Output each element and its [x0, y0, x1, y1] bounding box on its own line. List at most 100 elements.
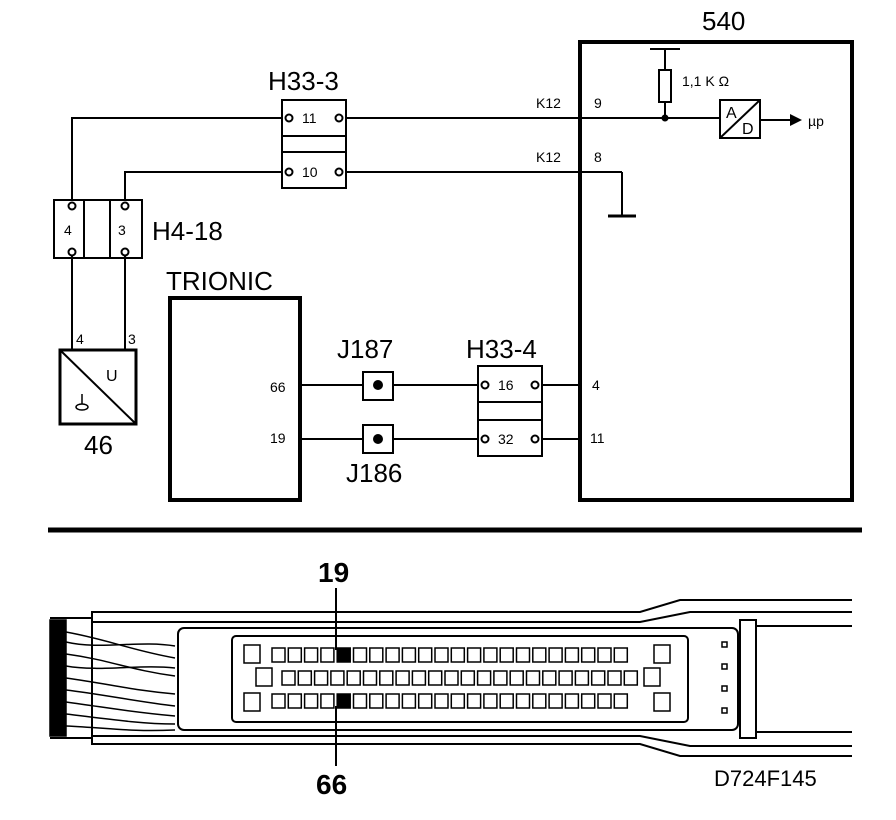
- connector-pin: [450, 693, 466, 709]
- ad-a-label: A: [726, 105, 737, 122]
- connector-pin: [580, 647, 596, 663]
- connector-pin: [385, 647, 400, 663]
- connector-pin: [607, 670, 622, 686]
- connector-pin: [401, 693, 417, 709]
- connector-pin: [287, 693, 303, 709]
- k12-bottom-label: K12: [536, 149, 561, 165]
- pin-8-label: 8: [594, 149, 602, 165]
- h33-3-pin-11: 11: [302, 110, 317, 126]
- pin-9-label: 9: [594, 95, 602, 111]
- connector-pin: [580, 693, 596, 709]
- connector-pin: [483, 693, 498, 709]
- h4-18-pin-3: 3: [118, 222, 126, 238]
- connector-pin: [417, 647, 433, 663]
- connector-pin: [287, 647, 303, 663]
- connector-pin: [653, 692, 671, 712]
- ground-symbol: [580, 171, 636, 218]
- connector-pin: [352, 693, 368, 709]
- connector-pin: [411, 670, 427, 686]
- j186-label: J186: [346, 458, 402, 488]
- connector-pin: [362, 670, 378, 686]
- connector-pin: [525, 670, 541, 686]
- connector-pin: [460, 670, 476, 686]
- connector-pin: [281, 670, 296, 686]
- connector-pin: [427, 670, 443, 686]
- connector-mark: [721, 707, 728, 714]
- connector-pin: [493, 670, 508, 686]
- connector-pin: [613, 647, 629, 663]
- connector-pin: [444, 670, 459, 686]
- thermometer-icon: [75, 394, 89, 411]
- connector-pin: [476, 670, 492, 686]
- connector-pin: [450, 647, 466, 663]
- connector-pin: [336, 693, 351, 709]
- connector-pin: [643, 667, 661, 687]
- trionic-box: [168, 296, 302, 502]
- module-540-box: [578, 40, 854, 502]
- pin-grid: [243, 641, 728, 714]
- connector-pin-66-label: 66: [316, 769, 347, 800]
- connector-pin-19-label: 19: [318, 557, 349, 588]
- ad-d-label: D: [742, 121, 754, 138]
- h4-18-label: H4-18: [152, 216, 223, 246]
- connector-pin: [271, 647, 286, 663]
- connector-pin: [558, 670, 573, 686]
- connector-pin: [509, 670, 524, 686]
- connector-pin: [623, 670, 639, 686]
- connector-pin: [243, 692, 261, 712]
- connector-pin: [352, 647, 368, 663]
- wire-bundle: [49, 619, 176, 737]
- connector-pin: [542, 670, 557, 686]
- connector-mark: [721, 663, 728, 670]
- connector-pin: [564, 693, 580, 709]
- connector-pin: [395, 670, 410, 686]
- up-label: µp: [808, 113, 824, 129]
- connector-pin: [417, 693, 433, 709]
- resistor-label: 1,1 K Ω: [682, 73, 729, 89]
- connector-pin: [313, 670, 329, 686]
- connector-pin: [369, 693, 384, 709]
- connector-pin: [574, 670, 590, 686]
- connector-mark: [721, 641, 728, 648]
- connector-pin: [297, 670, 313, 686]
- connector-pin: [385, 693, 400, 709]
- supply-symbol: [650, 48, 680, 70]
- trionic-label: TRIONIC: [166, 266, 273, 296]
- connector-pin: [548, 693, 563, 709]
- connector-pin: [379, 670, 394, 686]
- trionic-pin-19: 19: [270, 430, 286, 446]
- connector-pin: [320, 647, 335, 663]
- h33-4-pin-32: 32: [498, 431, 514, 447]
- connector-pin: [499, 693, 514, 709]
- connector-pin: [330, 670, 345, 686]
- connector-pin: [515, 693, 531, 709]
- ecu-connector-drawing: [50, 599, 852, 757]
- connector-mark: [721, 685, 728, 692]
- figure-id: D724F145: [714, 766, 817, 791]
- connector-pin: [303, 693, 319, 709]
- connector-pin: [401, 647, 417, 663]
- h4-18-pin-4: 4: [64, 222, 72, 238]
- connector-pin: [532, 693, 547, 709]
- sensor-46-label: 46: [84, 430, 113, 460]
- h33-3-pin-10: 10: [302, 164, 318, 180]
- connector-pin: [243, 644, 261, 664]
- module-540-label: 540: [702, 6, 745, 36]
- connector-pin: [346, 670, 361, 686]
- connector-pin: [597, 647, 612, 663]
- sensor-u-label: U: [106, 368, 118, 385]
- connector-pin: [548, 647, 563, 663]
- pin-11-label: 11: [590, 430, 605, 446]
- connector-pin: [483, 647, 498, 663]
- h33-4-label: H33-4: [466, 334, 537, 364]
- connector-pin: [499, 647, 514, 663]
- h33-3-label: H33-3: [268, 66, 339, 96]
- connector-pin: [271, 693, 286, 709]
- arrow-icon: [790, 114, 802, 126]
- connector-pin: [590, 670, 606, 686]
- sensor-pin-4: 4: [76, 331, 84, 347]
- connector-pin: [653, 644, 671, 664]
- connector-pin: [336, 647, 351, 663]
- pin-4-label: 4: [592, 377, 600, 393]
